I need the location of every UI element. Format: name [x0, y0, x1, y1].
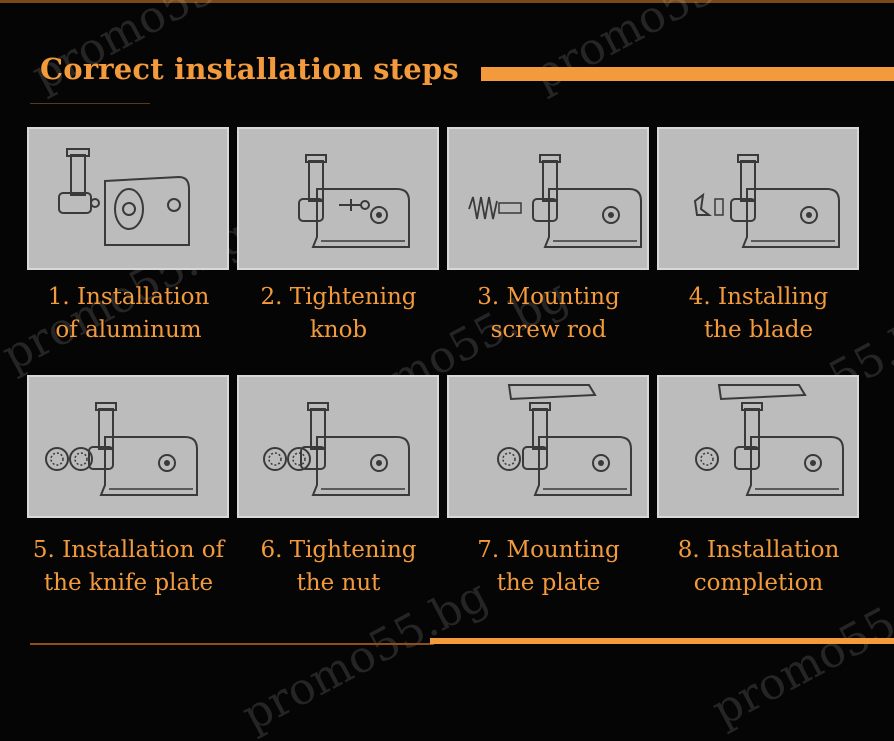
step-caption-5: 5. Installation of the knife plate [21, 534, 236, 600]
step-caption-line2: the plate [496, 570, 601, 596]
grinder-step-aluminum-head-icon [58, 148, 190, 246]
step-caption-line2: the nut [296, 570, 381, 596]
step-panel-2 [237, 127, 439, 270]
step-caption-line1: 8. Installation [677, 537, 840, 563]
step-caption-1: 1. Installation of aluminum [21, 281, 236, 347]
grinder-step-knife-plate-icon [45, 402, 198, 496]
step-caption-line2: knob [309, 317, 368, 343]
step-panel-4 [657, 127, 859, 270]
watermark-1: promo55.bg [23, 0, 287, 102]
step-caption-line2: completion [693, 570, 824, 596]
step-caption-2: 2. Tightening knob [231, 281, 446, 347]
step-panel-8 [657, 375, 859, 518]
step-caption-line2: screw rod [490, 317, 607, 343]
step-caption-line2: the knife plate [43, 570, 214, 596]
step-caption-7: 7. Mounting the plate [441, 534, 656, 600]
step-panel-7 [447, 375, 649, 518]
grinder-step-tray-icon [497, 384, 632, 496]
step-caption-3: 3. Mounting screw rod [441, 281, 656, 347]
step-caption-8: 8. Installation completion [651, 534, 866, 600]
step-caption-line1: 4. Installing [688, 284, 829, 310]
grinder-step-knob-icon [298, 154, 410, 248]
step-panel-1 [27, 127, 229, 270]
step-panel-5 [27, 375, 229, 518]
grinder-step-nut-icon [263, 402, 410, 496]
watermark-2: promo55.bg [523, 0, 787, 102]
step-caption-line1: 2. Tightening [260, 284, 417, 310]
grinder-step-complete-icon [695, 384, 844, 496]
step-caption-line1: 6. Tightening [260, 537, 417, 563]
grinder-step-blade-icon [693, 154, 840, 248]
step-panel-6 [237, 375, 439, 518]
title-underline [30, 103, 150, 104]
bottom-accent-bar [430, 638, 894, 644]
bottom-divider-thin [30, 643, 434, 645]
step-caption-4: 4. Installing the blade [651, 281, 866, 347]
title-accent-bar [481, 67, 894, 81]
step-caption-line2: of aluminum [55, 317, 202, 343]
top-frame-line [0, 0, 894, 3]
step-caption-6: 6. Tightening the nut [231, 534, 446, 600]
step-caption-line2: the blade [703, 317, 814, 343]
step-caption-line1: 5. Installation of [32, 537, 225, 563]
step-caption-line1: 3. Mounting [477, 284, 620, 310]
step-caption-line1: 1. Installation [47, 284, 210, 310]
step-caption-line1: 7. Mounting [477, 537, 620, 563]
grinder-step-screw-rod-icon [468, 154, 642, 248]
page-title: Correct installation steps [40, 52, 459, 86]
step-panel-3 [447, 127, 649, 270]
